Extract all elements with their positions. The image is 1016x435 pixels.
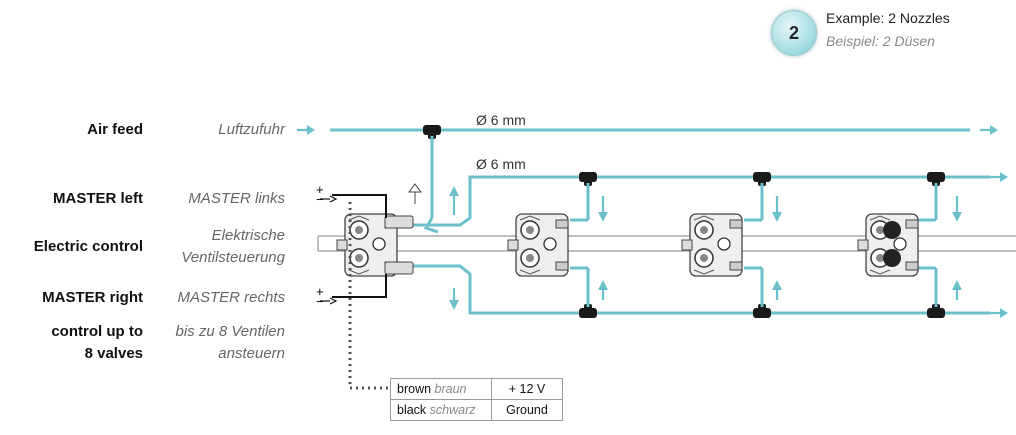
nozzle-valve-2 <box>681 213 743 277</box>
master-right-label-de: MASTER rechts <box>177 289 285 306</box>
master-left-label-de: MASTER links <box>188 190 285 207</box>
wiring-value-cell: + 12 V <box>491 378 563 400</box>
nozzle-valve-1 <box>507 213 569 277</box>
electric-control-label: Electric control <box>33 238 143 255</box>
polarity-plus-left: + <box>316 182 324 197</box>
wire-color-de: braun <box>434 382 467 396</box>
electric-control-label-de-2: Ventilsteuerung <box>181 249 285 266</box>
lower-out-arrow <box>988 306 1010 320</box>
nozzle-valve-3 <box>857 213 919 277</box>
wiring-color-cell: black schwarz <box>390 399 492 421</box>
lower-branch-tube <box>412 264 1010 320</box>
wire-color-de: schwarz <box>429 403 476 417</box>
electric-control-label-de-1: Elektrische <box>211 227 285 244</box>
control-up-to-label-1: control up to <box>51 323 143 340</box>
wiring-table: brown braun + 12 V black schwarz Ground <box>390 378 563 421</box>
control-up-to-label-2: 8 valves <box>84 345 143 362</box>
wire-color-en: black <box>397 403 427 417</box>
master-right-label: MASTER right <box>42 289 143 306</box>
control-up-to-label-de-2: ansteuern <box>218 345 285 362</box>
tube-diameter-top: Ø 6 mm <box>476 112 526 128</box>
polarity-minus-right: − <box>316 294 324 309</box>
wiring-value-cell: Ground <box>491 399 563 421</box>
wiring-color-cell: brown braun <box>390 378 492 400</box>
air-feed-label-de: Luftzufuhr <box>218 121 285 138</box>
air-feed-in-arrow <box>295 123 317 137</box>
flow-arrows <box>449 186 962 310</box>
wire-color-en: brown <box>397 382 432 396</box>
master-left-label: MASTER left <box>53 190 143 207</box>
polarity-plus-right: + <box>316 284 324 299</box>
wiring-row-brown: brown braun + 12 V <box>390 378 563 400</box>
air-feed-out-arrow <box>978 123 1000 137</box>
air-feed-tube <box>295 123 1000 234</box>
upper-out-arrow <box>988 170 1010 184</box>
control-up-to-label-de-1: bis zu 8 Ventilen <box>175 323 285 340</box>
example-label-de: Beispiel: 2 Düsen <box>826 33 935 49</box>
example-label-en: Example: 2 Nozzles <box>826 10 950 26</box>
supply-cable <box>348 202 388 390</box>
polarity-minus-left: − <box>316 192 324 207</box>
master-wires <box>332 194 387 298</box>
nozzle-count-badge: 2 <box>771 10 817 56</box>
air-feed-label: Air feed <box>87 121 143 138</box>
master-valve <box>336 183 422 277</box>
tube-diameter-middle: Ø 6 mm <box>476 156 526 172</box>
upper-branch-tube <box>412 170 1010 227</box>
wiring-row-black: black schwarz Ground <box>390 399 563 421</box>
polarity-marks <box>320 195 338 305</box>
